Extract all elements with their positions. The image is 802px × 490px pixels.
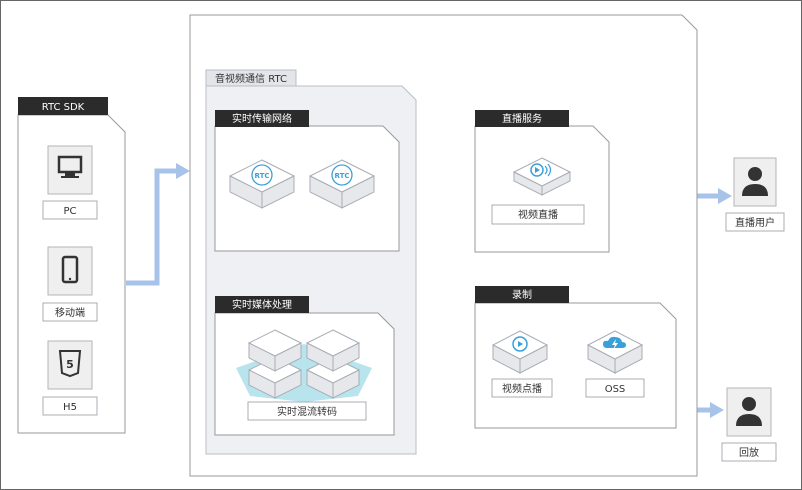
playback-label-box (721, 442, 777, 462)
rtc-panel-header (205, 69, 297, 87)
sdk-panel: RTC SDK PC 移动端 5 H5 (17, 97, 126, 434)
record-header (475, 286, 569, 303)
client-pc-label: PC (63, 206, 76, 217)
network-box (214, 125, 400, 252)
mobile-icon (61, 255, 79, 284)
live-user-tile (733, 157, 777, 207)
rtc-node-1-label: RTC (255, 172, 270, 180)
client-mobile-label: 移动端 (55, 306, 85, 319)
mobile-icon-tile (47, 246, 93, 296)
oss-caption: OSS (605, 384, 626, 395)
oss-caption-box (585, 378, 645, 398)
oss-icon (586, 330, 644, 374)
client-pc-label-box (42, 200, 98, 220)
flow-sdk-to-rtc-head (176, 163, 190, 179)
live-panel: 直播服务 视频直播 (474, 110, 610, 253)
pc-icon (57, 155, 83, 178)
media-cluster (236, 329, 372, 402)
record-title: 录制 (512, 288, 532, 301)
flow-vod-to-playback-head (710, 402, 724, 418)
live-user-label: 直播用户 (735, 216, 775, 229)
media-header (215, 296, 309, 313)
svg-text:5: 5 (66, 358, 74, 371)
rtc-node-1-icon (251, 164, 273, 186)
live-caption-box (491, 204, 585, 225)
live-stream-icon (512, 157, 572, 196)
network-header (215, 110, 309, 127)
client-mobile-label-box (42, 302, 98, 322)
playback-user: 回放 (721, 387, 777, 462)
user-icon (736, 397, 762, 426)
live-user: 直播用户 (725, 157, 785, 232)
live-user-label-box (725, 212, 785, 232)
flow-sdk-to-rtc (126, 168, 178, 286)
media-caption: 实时混流转码 (277, 405, 337, 418)
live-caption: 视频直播 (518, 208, 558, 221)
pc-icon-tile (47, 145, 93, 195)
rtc-node-2-label: RTC (335, 172, 350, 180)
rtc-node-2: RTC (308, 159, 376, 209)
sdk-panel-title: RTC SDK (42, 102, 85, 113)
html5-icon-tile (47, 340, 93, 390)
vod-icon (491, 330, 549, 374)
playback-user-tile (726, 387, 772, 437)
html5-icon: 5 (58, 350, 82, 378)
media-cube-tr (305, 329, 361, 372)
network-title: 实时传输网络 (232, 112, 292, 125)
rtc-node-2-icon (331, 164, 353, 186)
media-title: 实时媒体处理 (232, 298, 292, 311)
client-h5-label: H5 (63, 402, 77, 413)
rtc-node-1: RTC (228, 159, 296, 209)
live-title: 直播服务 (502, 112, 542, 125)
media-cube-tl (247, 329, 303, 372)
sdk-panel-header (18, 97, 108, 115)
client-h5-label-box (42, 396, 98, 416)
playback-label: 回放 (739, 446, 759, 459)
vod-caption: 视频点播 (502, 382, 542, 395)
record-panel: 录制 视频点播 OSS (474, 286, 677, 429)
rtc-panel: 音视频通信 RTC 实时传输网络 RTC RTC 实时媒体处理 (205, 69, 417, 455)
media-caption-box (247, 401, 367, 421)
live-header (475, 110, 569, 127)
user-icon (742, 167, 768, 196)
rtc-panel-title: 音视频通信 RTC (215, 72, 287, 85)
vod-caption-box (491, 378, 553, 398)
flow-live-to-user-head (718, 188, 732, 204)
